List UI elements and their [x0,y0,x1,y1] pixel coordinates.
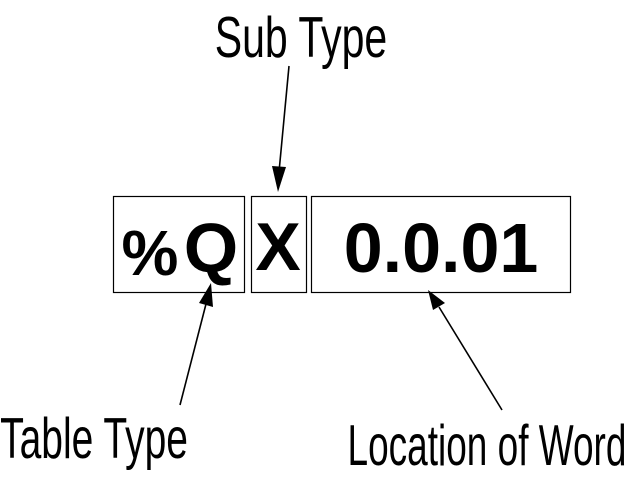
table-type-label: Table Type [0,408,188,471]
sub-type-box [250,195,308,294]
sub-type-code: X [255,209,300,285]
location-code: 0.0.01 [344,209,539,287]
table-type-letter: Q [184,209,238,287]
sub-type-label: Sub Type [215,5,387,69]
table-type-arrow [179,283,213,406]
sub-type-arrow [272,65,290,192]
location-arrow [428,290,503,411]
table-type-box [112,195,246,294]
location-box [310,195,572,294]
location-of-word-label: Location of Word [348,414,627,478]
table-type-symbol: % [122,217,179,289]
